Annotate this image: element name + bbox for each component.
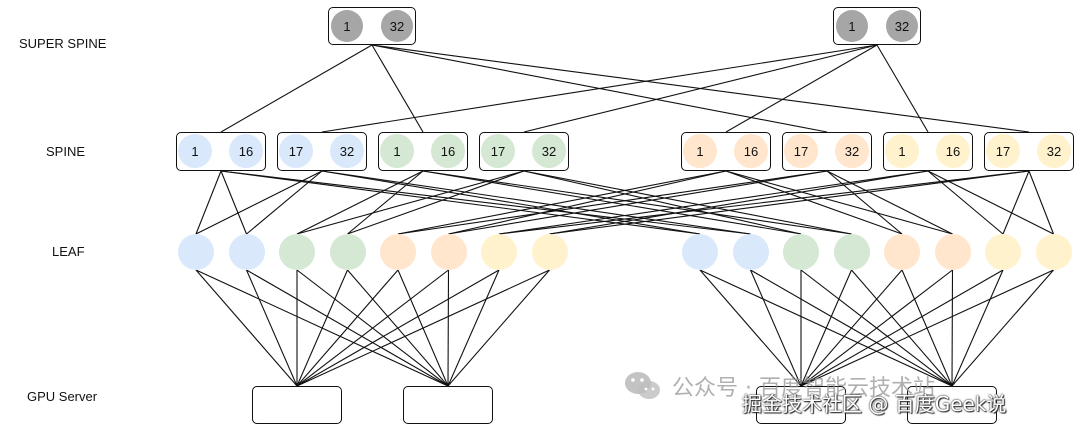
link-line <box>549 170 929 235</box>
leaf-switch-blue <box>682 234 718 270</box>
link-line <box>448 170 727 235</box>
leaf-switch-blue <box>732 234 769 270</box>
link-line <box>699 269 802 387</box>
leaf-switch-green <box>783 234 819 270</box>
spine-port: 32 <box>532 134 566 168</box>
link-line <box>296 269 550 387</box>
spine-port: 1 <box>885 134 919 168</box>
super-spine-port: 1 <box>836 10 868 42</box>
link-line <box>321 170 701 235</box>
leaf-switch-orange <box>380 234 416 270</box>
spine-port: 17 <box>481 134 515 168</box>
link-line <box>549 170 1030 235</box>
link-line <box>371 44 424 133</box>
leaf-switch-green <box>329 234 366 270</box>
link-line <box>296 269 500 387</box>
gpu-server-label: GPU Server <box>27 389 98 404</box>
super-spine-port: 32 <box>886 10 918 42</box>
link-line <box>245 269 298 387</box>
leaf-switch-green <box>279 234 315 270</box>
link-line <box>725 170 903 235</box>
leaf-switch-blue <box>178 234 214 270</box>
spine-port: 17 <box>986 134 1020 168</box>
link-line <box>498 170 929 235</box>
spine-port: 1 <box>683 134 717 168</box>
link-line <box>447 269 550 387</box>
spine-port: 16 <box>229 134 263 168</box>
link-line <box>296 170 424 235</box>
leaf-switch-blue <box>228 234 265 270</box>
link-line <box>448 170 828 235</box>
link-line <box>523 170 852 235</box>
link-line <box>800 269 953 387</box>
link-line <box>321 170 751 235</box>
leaf-switch-yellow <box>531 234 568 270</box>
link-line <box>749 269 802 387</box>
link-line <box>321 44 878 133</box>
link-line <box>195 170 222 235</box>
wechat-icon <box>625 372 660 399</box>
spine-port: 17 <box>279 134 313 168</box>
link-line <box>951 269 1054 387</box>
gpu-server-box <box>252 386 342 424</box>
link-line <box>826 170 903 235</box>
link-line <box>447 269 450 387</box>
link-line <box>1002 170 1030 235</box>
watermark-juejin: 掘金技术社区 @ 百度Geek说 <box>742 392 1007 416</box>
link-line <box>347 170 424 235</box>
spine-port: 1 <box>380 134 414 168</box>
link-line <box>397 170 828 235</box>
leaf-switch-orange <box>884 234 920 270</box>
gpu-server-box <box>756 386 846 424</box>
link-line <box>296 170 525 235</box>
link-line <box>800 269 853 387</box>
link-line <box>246 170 323 235</box>
link-line <box>447 269 500 387</box>
gpu-server-box <box>403 386 493 424</box>
leaf-switch-orange <box>430 234 467 270</box>
leaf-switch-yellow <box>985 234 1021 270</box>
leaf-switch-green <box>833 234 870 270</box>
link-line <box>220 44 373 133</box>
spine-port: 32 <box>330 134 364 168</box>
watermark-official-account: 公众号 · 百度智能云技术站 <box>672 376 935 401</box>
link-line <box>876 44 929 133</box>
link-line <box>220 170 248 235</box>
link-line <box>951 269 1004 387</box>
link-line <box>296 269 449 387</box>
link-line <box>800 269 1004 387</box>
spine-port: 32 <box>1037 134 1071 168</box>
spine-label: SPINE <box>46 144 86 159</box>
leaf-label: LEAF <box>52 244 85 259</box>
spine-port: 16 <box>936 134 970 168</box>
link-line <box>195 170 323 235</box>
leaf-switch-orange <box>934 234 971 270</box>
link-line <box>523 44 878 133</box>
link-line <box>725 44 878 133</box>
link-line <box>800 269 903 387</box>
spine-port: 16 <box>734 134 768 168</box>
link-line <box>195 269 298 387</box>
link-line <box>498 170 1030 235</box>
link-line <box>347 170 525 235</box>
link-line <box>397 170 727 235</box>
super-spine-port: 1 <box>331 10 363 42</box>
link-line <box>951 269 954 387</box>
super-spine-label: SUPER SPINE <box>19 36 107 51</box>
link-line <box>826 170 953 235</box>
spine-port: 1 <box>178 134 212 168</box>
spine-port: 16 <box>431 134 465 168</box>
link-line <box>296 269 349 387</box>
link-line <box>523 170 802 235</box>
spine-port: 32 <box>835 134 869 168</box>
leaf-switch-yellow <box>1035 234 1072 270</box>
super-spine-port: 32 <box>381 10 413 42</box>
gpu-server-box <box>907 386 997 424</box>
link-line <box>296 269 399 387</box>
link-line <box>1028 170 1055 235</box>
link-line <box>800 269 1054 387</box>
leaf-switch-yellow <box>481 234 517 270</box>
spine-port: 17 <box>784 134 818 168</box>
